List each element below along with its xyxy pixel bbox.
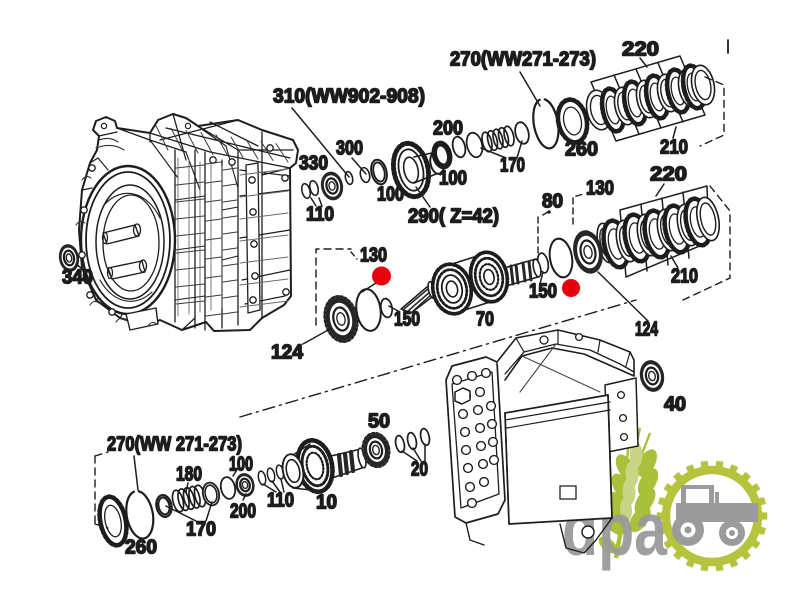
svg-text:150: 150 bbox=[529, 281, 557, 303]
svg-text:180: 180 bbox=[176, 464, 202, 486]
svg-text:80: 80 bbox=[542, 191, 563, 213]
svg-text:110: 110 bbox=[306, 204, 334, 226]
svg-text:270(WW271-273): 270(WW271-273) bbox=[450, 49, 596, 71]
svg-text:210: 210 bbox=[660, 137, 688, 159]
svg-text:310(WW902-908): 310(WW902-908) bbox=[273, 86, 425, 108]
svg-text:20: 20 bbox=[411, 459, 428, 481]
svg-text:110: 110 bbox=[267, 490, 294, 512]
svg-text:170: 170 bbox=[500, 155, 525, 177]
svg-text:70: 70 bbox=[476, 309, 494, 331]
svg-text:124: 124 bbox=[635, 319, 659, 341]
svg-text:220: 220 bbox=[622, 39, 659, 61]
svg-text:300: 300 bbox=[336, 138, 363, 160]
svg-text:260: 260 bbox=[125, 537, 157, 559]
svg-text:40: 40 bbox=[664, 394, 686, 416]
svg-text:10: 10 bbox=[316, 492, 337, 514]
svg-text:150: 150 bbox=[394, 309, 420, 331]
svg-text:210: 210 bbox=[671, 266, 698, 288]
svg-text:200: 200 bbox=[433, 118, 463, 140]
svg-text:260: 260 bbox=[565, 139, 598, 161]
svg-text:220: 220 bbox=[650, 164, 687, 186]
svg-text:170: 170 bbox=[186, 519, 216, 541]
svg-text:100: 100 bbox=[377, 184, 404, 206]
svg-text:50: 50 bbox=[368, 411, 390, 433]
svg-text:270(WW 271-273): 270(WW 271-273) bbox=[107, 434, 242, 456]
svg-text:130: 130 bbox=[586, 178, 614, 200]
svg-text:200: 200 bbox=[230, 501, 256, 523]
svg-text:330: 330 bbox=[299, 153, 328, 175]
svg-text:340: 340 bbox=[62, 267, 93, 289]
svg-text:124: 124 bbox=[271, 342, 304, 364]
svg-text:100: 100 bbox=[229, 454, 253, 476]
svg-text:100: 100 bbox=[439, 168, 467, 190]
svg-text:130: 130 bbox=[360, 245, 387, 267]
svg-text:290( Z=42): 290( Z=42) bbox=[408, 206, 499, 228]
